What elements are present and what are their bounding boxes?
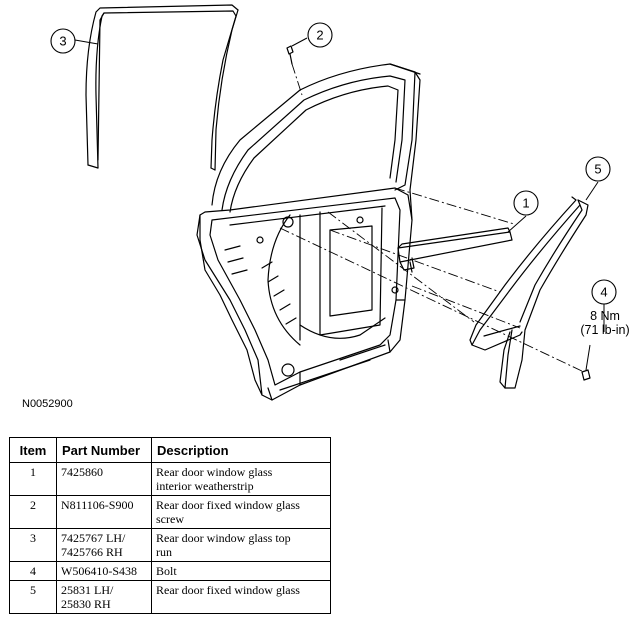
part-number-cell: 25831 LH/25830 RH	[56, 580, 152, 614]
table-row: 2 N811106-S900 Rear door fixed window gl…	[9, 495, 331, 529]
item-cell: 3	[9, 528, 57, 562]
screw-item-2	[286, 45, 294, 65]
part-number-cell: W506410-S438	[56, 561, 152, 581]
top-run-part	[85, 4, 239, 171]
item-cell: 5	[9, 580, 57, 614]
svg-text:4: 4	[600, 285, 607, 300]
item-cell: 2	[9, 495, 57, 529]
fixed-window-glass-part	[469, 196, 589, 389]
alignment-lines	[279, 63, 585, 373]
parts-table: Item Part Number Description 1 7425860 R…	[9, 437, 331, 614]
callout-1: 1	[513, 190, 539, 216]
header-description: Description	[151, 437, 331, 463]
item-cell: 4	[9, 561, 57, 581]
header-part-number: Part Number	[56, 437, 152, 463]
table-row: 3 7425767 LH/7425766 RH Rear door window…	[9, 528, 331, 562]
callout-3: 3	[50, 28, 76, 54]
svg-text:2: 2	[316, 28, 323, 43]
torque-spec-lbin: (71 lb-in)	[580, 323, 629, 337]
callout-2: 2	[307, 22, 333, 48]
part-number-cell: 7425767 LH/7425766 RH	[56, 528, 152, 562]
table-row: 5 25831 LH/25830 RH Rear door fixed wind…	[9, 580, 331, 614]
svg-text:3: 3	[59, 34, 66, 49]
svg-text:1: 1	[522, 196, 529, 211]
bolt-item-4	[581, 369, 591, 381]
torque-spec-nm: 8 Nm	[590, 309, 620, 323]
leader-lines	[74, 37, 605, 371]
interior-weatherstrip-part	[397, 227, 513, 273]
callout-5: 5	[585, 156, 611, 182]
description-cell: Rear door fixed window glass	[151, 580, 331, 614]
part-number-cell: 7425860	[56, 462, 152, 496]
item-cell: 1	[9, 462, 57, 496]
description-cell: Bolt	[151, 561, 331, 581]
header-item: Item	[9, 437, 57, 463]
callout-4: 4	[591, 279, 617, 305]
parts-table-header-row: Item Part Number Description	[9, 437, 331, 463]
part-number-cell: N811106-S900	[56, 495, 152, 529]
door-frame	[211, 63, 421, 213]
svg-text:5: 5	[594, 162, 601, 177]
exploded-door-diagram: 3 2 1 5 4 8 Nm (71 lb-in)	[50, 4, 630, 401]
door-inner-panel	[196, 187, 413, 401]
figure-id: N0052900	[22, 398, 73, 410]
table-row: 4 W506410-S438 Bolt	[9, 561, 331, 581]
